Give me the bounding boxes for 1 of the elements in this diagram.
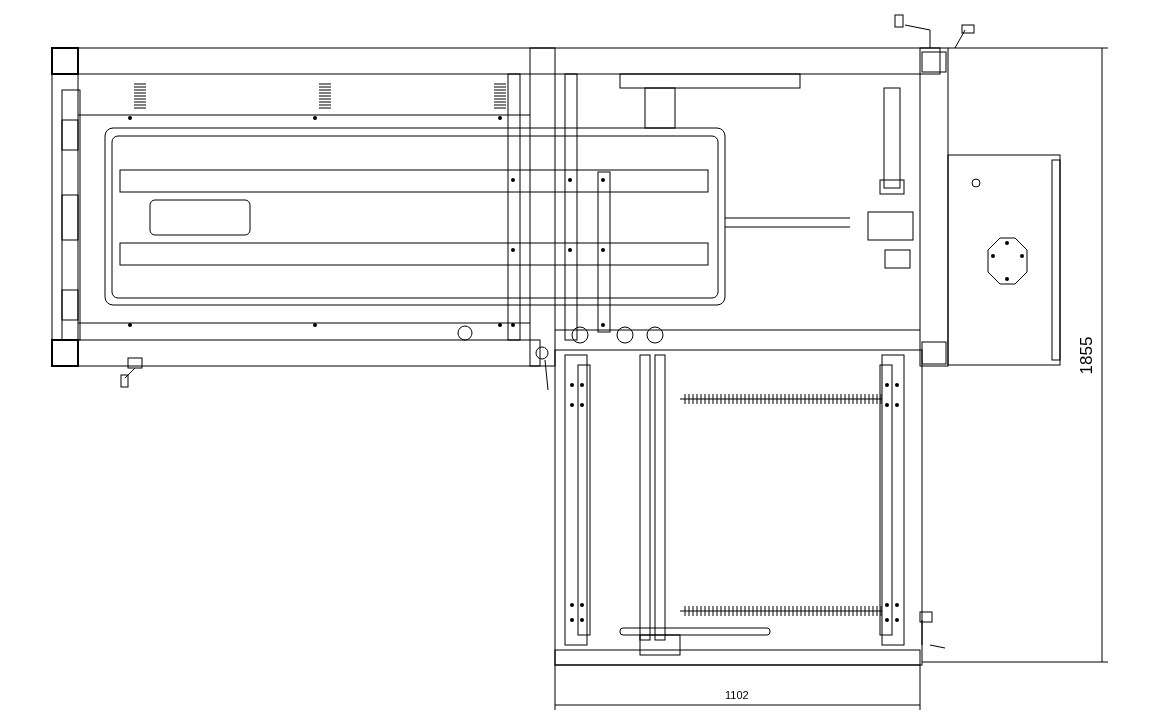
dimension-label: 1102 xyxy=(725,690,749,701)
